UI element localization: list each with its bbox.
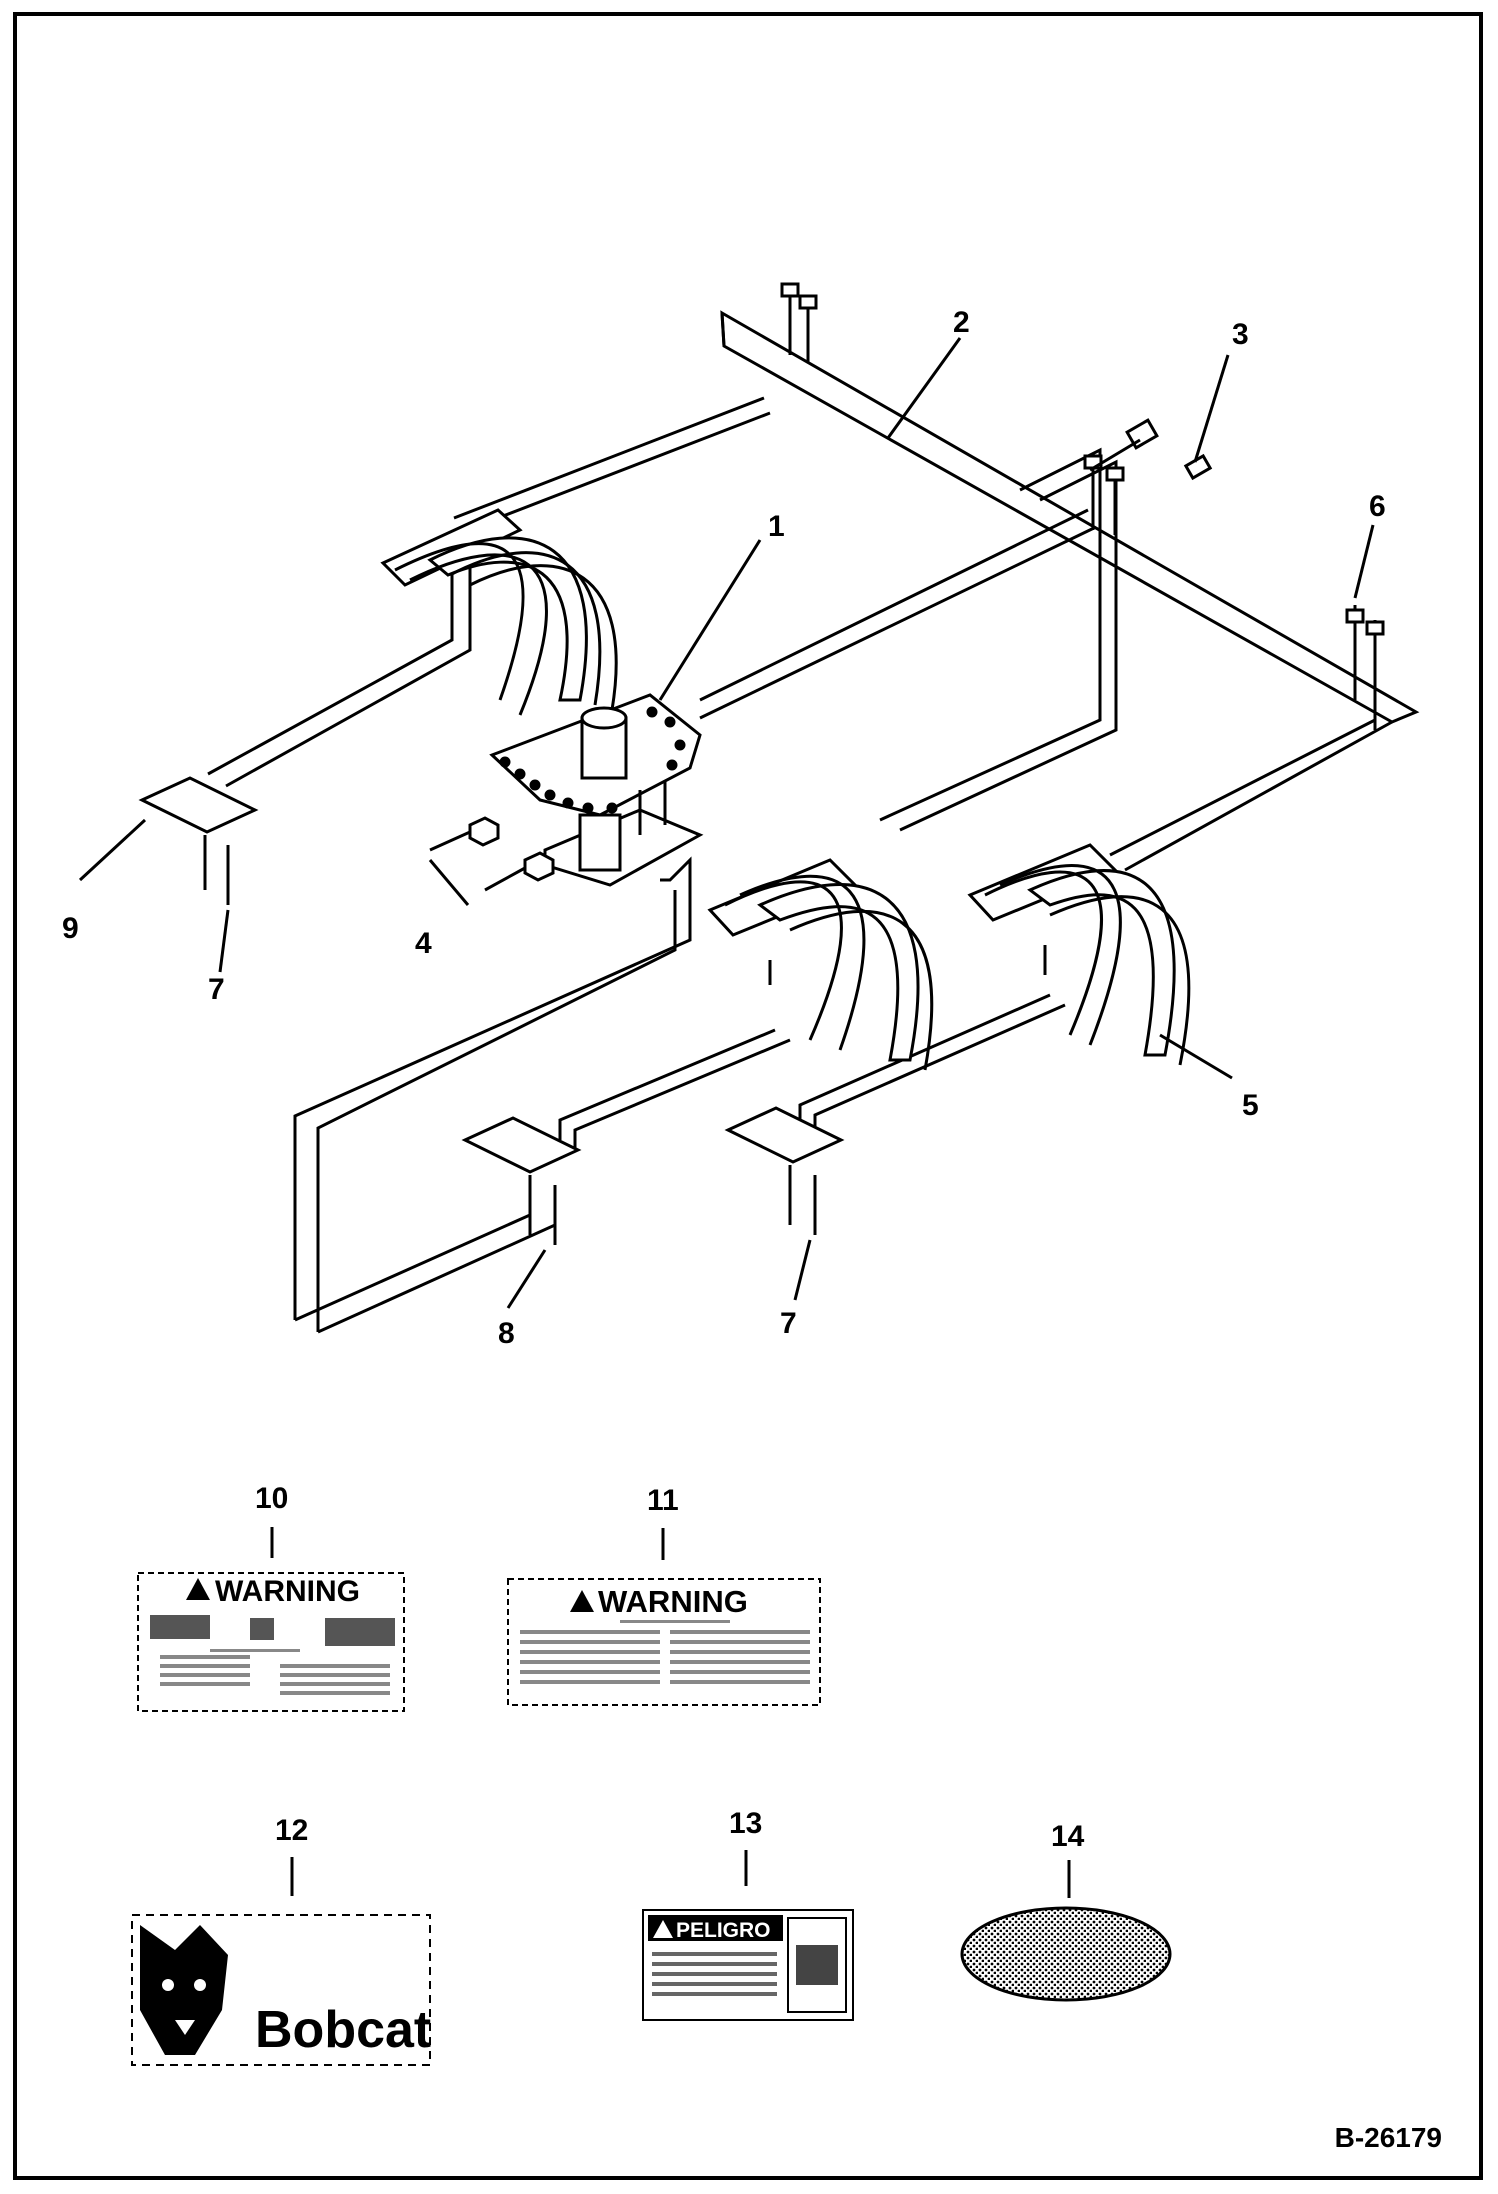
callout-7b: 7 — [780, 1307, 797, 1340]
callout-13: 13 — [729, 1807, 762, 1840]
mounting-bar — [720, 310, 1420, 724]
bar-bolts — [780, 282, 1385, 730]
warning-triangle-icon — [186, 1578, 210, 1600]
tine-group-right — [967, 843, 1191, 1066]
drawing-border — [13, 12, 1483, 2180]
callout-2: 2 — [953, 306, 970, 339]
callout-11: 11 — [647, 1484, 679, 1517]
warning-decal-10: WARNING — [137, 1572, 405, 1712]
callout-7a: 7 — [208, 973, 225, 1006]
warning-triangle-icon — [570, 1590, 594, 1612]
callout-6: 6 — [1369, 490, 1386, 523]
frame-rails — [207, 396, 1393, 1334]
tine-group-left — [380, 508, 618, 716]
peligro-title: PELIGRO — [676, 1919, 771, 1942]
callout-14: 14 — [1051, 1820, 1085, 1853]
warning-decal-11: WARNING — [507, 1578, 821, 1706]
peligro-decal-13: PELIGRO — [642, 1909, 854, 2021]
bobcat-head-icon — [140, 1925, 228, 2055]
callout-8: 8 — [498, 1317, 515, 1350]
swivel-hub — [489, 693, 704, 887]
callout-5: 5 — [1242, 1089, 1259, 1122]
oval-reflector-icon — [960, 1906, 1172, 2002]
clamp-plates — [138, 776, 845, 1245]
warning-triangle-icon — [653, 1920, 673, 1938]
callout-1: 1 — [768, 510, 785, 543]
callout-3: 3 — [1232, 318, 1249, 351]
bobcat-wordmark: Bobcat — [255, 2001, 431, 2059]
tine-group-center — [707, 858, 934, 1071]
warning-11-title: WARNING — [598, 1584, 748, 1619]
bobcat-logo-decal-12: Bobcat — [131, 1914, 431, 2066]
callout-4: 4 — [415, 927, 432, 960]
callout-labels: 1 2 3 4 5 6 7 8 9 7 10 11 12 13 14 — [62, 306, 1386, 1853]
leader-lines — [78, 337, 1375, 1898]
warning-10-title: WARNING — [215, 1575, 360, 1608]
callout-9: 9 — [62, 912, 79, 945]
hub-nuts — [429, 816, 555, 892]
drawing-number: B-26179 — [1334, 2122, 1442, 2153]
callout-10: 10 — [255, 1482, 288, 1515]
callout-12: 12 — [275, 1814, 308, 1847]
